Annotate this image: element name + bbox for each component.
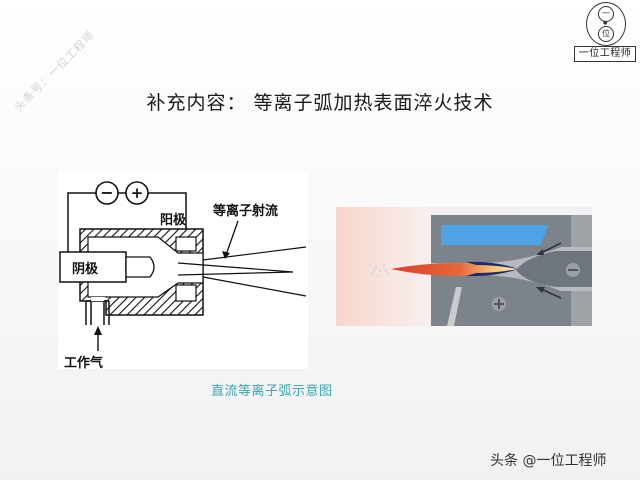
svg-text:+: + xyxy=(131,184,144,202)
svg-text:−: − xyxy=(100,183,113,202)
plasma-torch-schematic: − + 阳极 工作气 阴极 等离子射流 xyxy=(58,171,308,371)
brand-logo: 一 ● 位 一位工程师 xyxy=(574,2,636,62)
slide-title: 补充内容： 等离子弧加热表面淬火技术 xyxy=(146,92,494,114)
logo-bottom-symbol: 位 xyxy=(598,26,614,42)
source-attribution: 头条 @一位工程师 xyxy=(490,453,607,469)
svg-text:等离子射流: 等离子射流 xyxy=(212,203,278,219)
logo-top-symbol: 一 xyxy=(598,6,614,22)
svg-text:工作气: 工作气 xyxy=(64,355,103,369)
plasma-arc-drawing xyxy=(336,207,592,326)
plasma-arc-illustration xyxy=(336,207,592,326)
figure-caption: 直流等离子弧示意图 xyxy=(211,384,333,399)
schematic-drawing: − + 阳极 工作气 阴极 等离子射流 xyxy=(59,181,307,371)
svg-text:阳极: 阳极 xyxy=(160,212,187,228)
logo-label: 一位工程师 xyxy=(574,46,636,62)
logo-dot: ● xyxy=(603,20,608,26)
logo-circle: 一 ● 位 xyxy=(586,2,626,46)
svg-text:阴极: 阴极 xyxy=(72,261,99,277)
